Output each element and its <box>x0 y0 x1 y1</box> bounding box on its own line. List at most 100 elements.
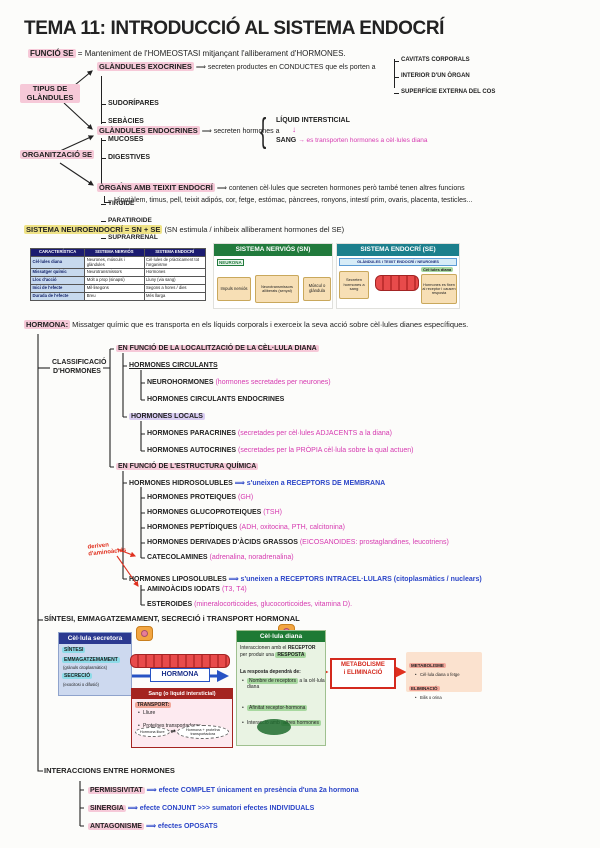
interaccio-label: PERMISSIVITAT <box>88 787 145 794</box>
item-label: HORMONES PROTEIQUES <box>147 494 237 501</box>
neuroendocri-note: (SN estimula / inhibeix alliberament hor… <box>164 225 345 234</box>
diana-title: Cèl·lula diana <box>237 631 325 642</box>
secretory-cell-box: Cèl·lula secretora SÍNTESI EMMAGATZEMAME… <box>58 632 132 696</box>
item-label: ESTEROIDES <box>147 601 193 608</box>
sang-line: SANG → es transporten hormones a cèl·lul… <box>276 137 428 144</box>
exo-item: SEBÀCIES <box>101 118 600 125</box>
brace-icon: { <box>260 112 267 150</box>
sn-se-comparison-table: CARACTERÍSTICA SISTEMA NERVIÓS SISTEMA E… <box>29 248 206 301</box>
table-row: Durada de l'efecte Breu Més llarga <box>29 291 206 301</box>
metab-box-line: i ELIMINACIÓ <box>343 670 383 677</box>
se-secrete-box: Secreten hormones a sang <box>339 271 369 299</box>
table-cell: Cèl·lules de pràcticament tot l'organism… <box>143 255 206 270</box>
funcio-label: FUNCIÓ SE <box>28 49 76 58</box>
organs-line: ÒRGANS AMB TEIXIT ENDOCRÍ ⟹ contenen cèl… <box>97 183 567 192</box>
exo-item: SUDORÍPARES <box>101 100 600 107</box>
secrecio-note: (exocitosi o difusió) <box>63 682 99 687</box>
transport-label: TRANSPORT: <box>135 702 172 708</box>
equilibrium-icon: ⇌ <box>170 729 176 736</box>
table-cell: Cèl·lules diana <box>29 255 86 270</box>
tree-item: HORMONES AUTOCRINES (secretades per la P… <box>147 447 414 454</box>
diana-text: Interaccionen amb el <box>240 645 287 651</box>
interaccio-note: ⟹ efecte CONJUNT >>> sumatori efectes IN… <box>127 805 315 812</box>
circulants-label: HORMONES CIRCULANTS <box>129 362 218 369</box>
emmagatzemament-step: EMMAGATZEMAMENT <box>62 657 120 663</box>
table-cell: Mil·lisegons <box>84 284 145 293</box>
endo-item: SUPRARRENAL <box>101 234 600 241</box>
tree-item: AMINOÀCIDS IODATS (T3, T4) <box>147 586 247 593</box>
item-label: CATECOLAMINES <box>147 554 208 561</box>
locals-label: HORMONES LOCALS <box>129 413 205 420</box>
item-label: HORMONES PEPTÍDIQUES <box>147 524 238 531</box>
sang-title: Sang (o líquid intersticial) <box>132 689 232 699</box>
lipo-line: HORMONES LIPOSOLUBLES ⟹ s'uneixen a RECE… <box>129 575 482 583</box>
sintesi-heading: SÍNTESI, EMMAGATZEMAMENT, SECRECIÓ i TRA… <box>44 614 300 623</box>
interaccio-note: ⟹ efecte COMPLET únicament en presència … <box>146 787 359 794</box>
table-cell: Hormones <box>143 268 206 278</box>
diana-bullet: Afinitat receptor-hormona <box>242 704 327 711</box>
table-cell: Lluny (via sang) <box>143 276 206 286</box>
bound-hormone-ellipse: Hormona + proteïna transportadora <box>176 725 229 739</box>
destins-bracket <box>394 59 395 88</box>
desti-item: SUPERFÍCIE EXTERNA DEL COS <box>394 89 600 95</box>
neurona-tag: NEURONA <box>217 259 244 266</box>
metabolisme-eliminacio-box: METABOLISME i ELIMINACIÓ <box>330 658 396 689</box>
sn-diagram-panel: SISTEMA NERVIÓS (SN) NEURONA Impuls nerv… <box>213 243 333 309</box>
diana-hl: Afinitat receptor-hormona <box>247 704 308 711</box>
endocrines-line: GLÀNDULES ENDOCRINES ⟹ secreten hormones… <box>97 126 279 135</box>
diana-bullet: Nombre de receptors a la cèl·lula diana <box>242 678 327 691</box>
sintesi-step: SÍNTESI <box>62 647 86 653</box>
table-cell: Neurotransmissors <box>84 268 145 278</box>
hormona-line: HORMONA: Missatger químic que es transpo… <box>24 320 569 329</box>
item-label: HORMONES DERIVADES D'ÀCIDS GRASSOS <box>147 539 298 546</box>
desti-item: INTERIOR D'UN ÒRGAN <box>394 73 600 79</box>
fate-metab-note: Cèl·lula diana o fetge <box>415 672 479 677</box>
endocrines-desc: ⟹ secreten hormones a <box>201 128 280 135</box>
blood-box: Sang (o líquid intersticial) TRANSPORT: … <box>131 688 233 748</box>
interaccions-heading: INTERACCIONS ENTRE HORMONES <box>44 766 175 775</box>
table-cell: Molt a prop (sinapsi) <box>84 276 145 286</box>
hidro-note: ⟹ s'uneixen a RECEPTORS DE MEMBRANA <box>234 480 386 487</box>
organitzacio-label: ORGANITZACIÓ SE <box>20 150 95 159</box>
item-note: (T3, T4) <box>221 586 247 593</box>
sn-step1: Impuls nerviós <box>217 277 251 301</box>
fate-elim-note: Bilis o orina <box>415 695 479 700</box>
neuroendocri-title: SISTEMA NEUROENDOCRÍ = SN + SE <box>24 225 163 234</box>
item-label: HORMONES PARACRINES <box>147 430 236 437</box>
desti-item: CAVITATS CORPORALS <box>394 57 600 63</box>
se-target-label: Cèl·lules diana <box>421 267 454 272</box>
fate-elim-label: ELIMINACIÓ <box>409 686 440 691</box>
fate-box: METABOLISME Cèl·lula diana o fetge ELIMI… <box>406 652 482 700</box>
tree-item: HORMONES PEPTÍDIQUES (ADH, oxitocina, PT… <box>147 524 345 531</box>
gland-types-label: TIPUS DE GLÀNDULES <box>20 84 80 103</box>
diana-hl: Nombre de receptors <box>247 678 298 684</box>
tree-item: NEUROHORMONES (hormones secretades per n… <box>147 379 331 386</box>
table-header: SISTEMA NERVIÓS <box>84 248 145 257</box>
table-row: Missatger químic Neurotransmissors Hormo… <box>29 268 206 278</box>
target-cell-icon <box>257 719 291 735</box>
tree-item: HORMONES DERIVADES D'ÀCIDS GRASSOS (EICO… <box>147 539 449 546</box>
table-cell: Durada de l'efecte <box>29 291 86 301</box>
sang-note: → es transporten hormones a cèl·lules di… <box>298 137 428 144</box>
se-sources-tag: GLÀNDULES i TEIXIT ENDOCRÍ / NEURONES <box>339 258 457 266</box>
table-header: CARACTERÍSTICA <box>29 248 86 257</box>
item-label: HORMONES CIRCULANTS ENDOCRINES <box>147 396 285 403</box>
classificacio-label: CLASSIFICACIÓ D'HORMONES <box>52 359 107 376</box>
transport-item: Lliure <box>138 710 238 716</box>
table-row: Cèl·lules diana Neurones, músculs i glàn… <box>29 255 206 270</box>
sang-label: SANG <box>276 137 297 144</box>
hormona-text: Missatger químic que es transporta en el… <box>72 320 469 329</box>
diana-text: a la cèl·lula diana <box>247 678 325 691</box>
funcio-line: FUNCIÓ SE = Manteniment de l'HOMEOSTASI … <box>28 49 346 58</box>
table-cell: Lloc d'acció <box>29 276 86 286</box>
item-note: (GH) <box>238 494 254 501</box>
lipo-label: HORMONES LIPOSOLUBLES <box>129 576 227 583</box>
secretora-title: Cèl·lula secretora <box>59 633 131 644</box>
item-note: (adrenalina, noradrenalina) <box>209 554 294 561</box>
exocrines-line: GLÀNDULES EXOCRINES ⟹ secreten productes… <box>97 62 376 71</box>
tree-item: HORMONES PROTEIQUES (GH) <box>147 494 253 501</box>
secrecio-step: SECRECIÓ <box>62 673 93 679</box>
item-note: (mineralocorticoides, glucocorticoides, … <box>194 601 353 608</box>
item-note: (ADH, oxitocina, PTH, calcitonina) <box>239 524 346 531</box>
exocrines-desc: ⟹ secreten productes en CONDUCTES que el… <box>195 64 376 71</box>
